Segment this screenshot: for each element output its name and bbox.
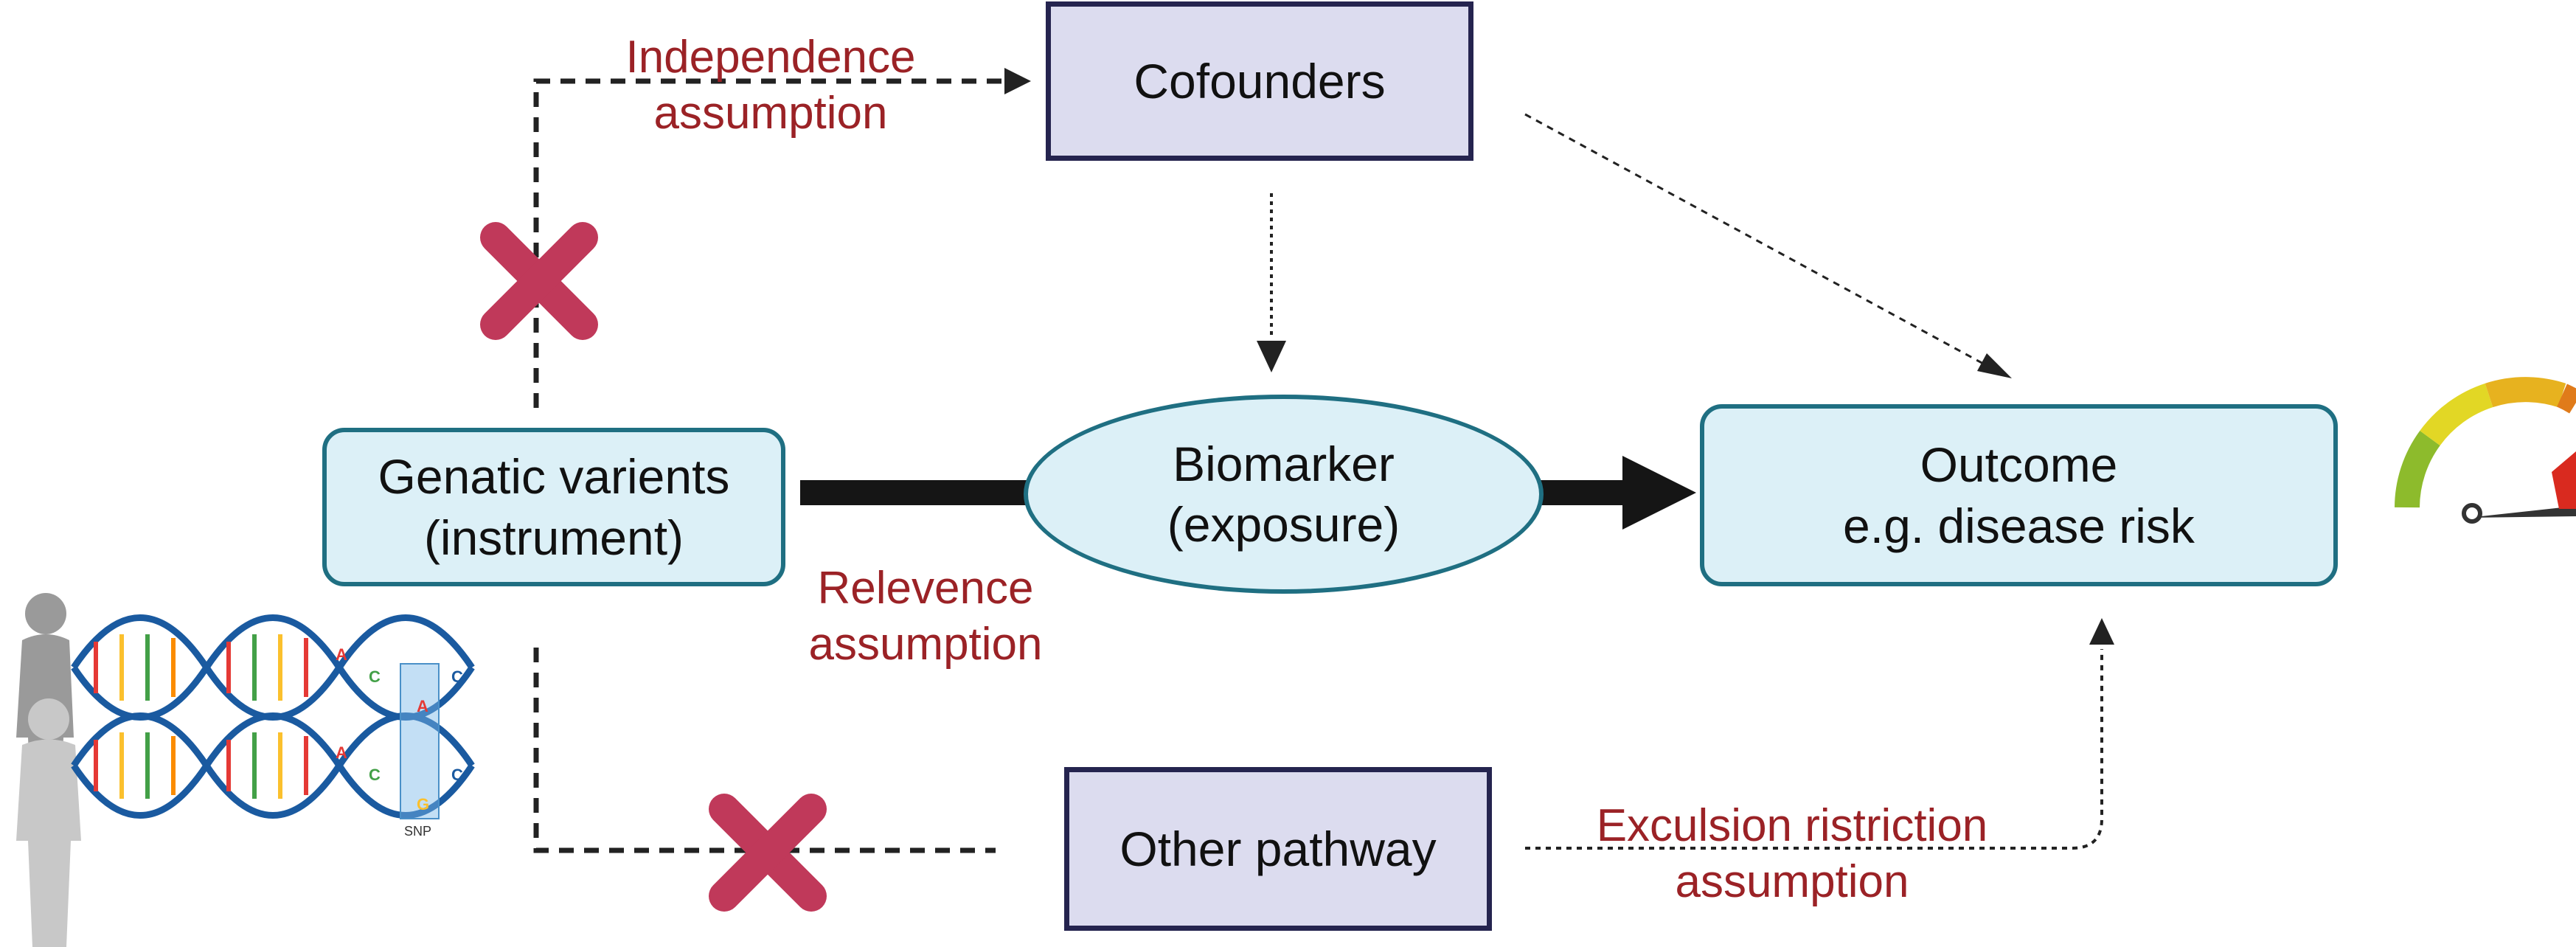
causal-path-bar <box>1538 480 1626 505</box>
svg-text:C: C <box>369 667 381 686</box>
relevence-line1: Relevence <box>817 563 1034 614</box>
other-pathway-label: Other pathway <box>1119 821 1437 876</box>
cofounders-label: Cofounders <box>1133 53 1386 108</box>
cross-mark-icon <box>480 222 598 340</box>
gauge-red-segment <box>2552 451 2576 509</box>
confounder-outcome-arrowhead <box>1977 353 2012 378</box>
svg-text:G: G <box>417 795 429 814</box>
instrument-label-line1: Genatic varients <box>378 449 730 504</box>
instrument-label-line2: (instrument) <box>423 510 684 565</box>
independence-arrowhead <box>1004 68 1031 94</box>
cofounders-node: Cofounders <box>1046 1 1473 161</box>
relevence-assumption-label: Relevence assumption <box>774 561 1077 672</box>
exposure-label-line1: Biomarker <box>1173 436 1395 491</box>
confounder-outcome-arrow <box>1524 113 1993 370</box>
outcome-label-line1: Outcome <box>1920 437 2118 492</box>
relevance-path-bar <box>800 480 1036 505</box>
exclusion-arrowhead <box>2089 618 2114 645</box>
svg-text:C: C <box>451 667 463 686</box>
snp-highlight <box>400 663 440 819</box>
exposure-label-line2: (exposure) <box>1167 497 1400 552</box>
snp-label: SNP <box>404 824 432 839</box>
independence-line2: assumption <box>653 87 888 139</box>
exclusion-path <box>1525 649 2103 850</box>
cross-mark-icon <box>709 794 827 912</box>
exposure-node: Biomarker (exposure) <box>1024 395 1544 594</box>
svg-text:C: C <box>369 766 381 784</box>
risk-gauge-icon <box>2395 377 2576 524</box>
exclusion-line2: assumption <box>1675 856 1909 907</box>
svg-text:C: C <box>451 766 463 784</box>
other-pathway-node: Other pathway <box>1064 767 1492 931</box>
svg-text:A: A <box>336 743 347 762</box>
outcome-node: Outcome e.g. disease risk <box>1700 404 2338 586</box>
causal-arrowhead <box>1622 456 1696 530</box>
exclusion-assumption-label: Exculsion ristriction assumption <box>1549 798 2035 909</box>
dna-helix-icon: A C A C A C G C <box>71 614 475 819</box>
svg-text:A: A <box>417 697 428 715</box>
confounder-exposure-arrowhead <box>1257 341 1286 372</box>
independence-line1: Independence <box>625 32 916 83</box>
human-figure-icon <box>16 698 81 947</box>
exclusion-line1: Exculsion ristriction <box>1596 800 1988 851</box>
svg-text:A: A <box>336 645 347 664</box>
instrument-node: Genatic varients (instrument) <box>322 428 785 586</box>
independence-assumption-label: Independence assumption <box>560 30 981 141</box>
other-pathway-path <box>533 648 996 853</box>
outcome-label-line2: e.g. disease risk <box>1843 498 2195 553</box>
relevence-line2: assumption <box>808 618 1043 670</box>
